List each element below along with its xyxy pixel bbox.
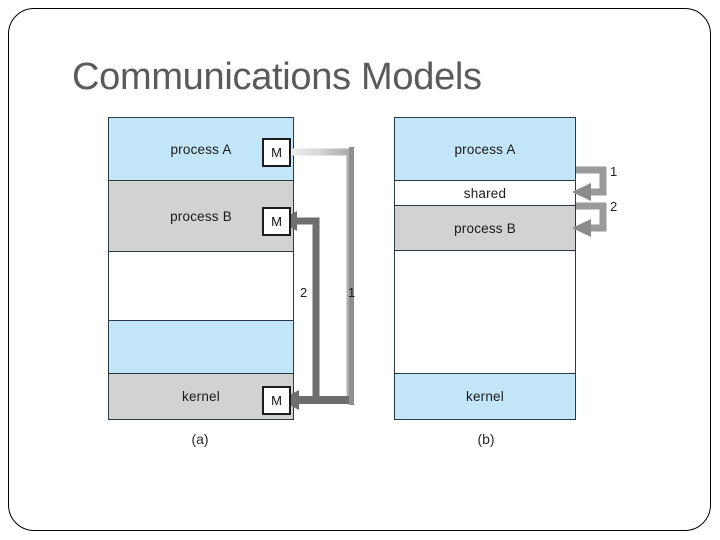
band-b-process-a: process A: [394, 117, 576, 180]
band-label-process-a: process A: [170, 141, 232, 157]
band-b-kernel: kernel: [394, 373, 576, 420]
diagram-b-arrow-2: [572, 202, 607, 237]
band-b-shared: shared: [394, 180, 576, 205]
band-label-b-kernel: kernel: [466, 389, 504, 404]
m-box-kernel-label: M: [271, 393, 282, 408]
diagram-b-arrow-1: [572, 166, 607, 201]
band-label-process-b: process B: [170, 208, 232, 224]
diagram-a-arrow-1-number: 1: [348, 285, 356, 300]
diagram-b-arrow-2-number: 2: [610, 199, 618, 214]
m-box-process-a-label: M: [271, 145, 282, 160]
m-box-kernel: M: [262, 386, 291, 415]
diagram-b-caption: (b): [477, 431, 495, 447]
m-box-process-a: M: [262, 138, 291, 167]
diagram-a-message-passing: process A process B kernel: [108, 117, 294, 420]
band-label-kernel: kernel: [182, 389, 220, 404]
band-label-b-shared: shared: [463, 185, 507, 201]
band-b-empty: [394, 250, 576, 373]
band-empty-blue: [108, 320, 294, 373]
page-title: Communications Models: [72, 56, 482, 98]
diagram-a-arrow-2-number: 2: [300, 285, 308, 300]
diagram-b-shared-memory: process A shared process B kernel: [394, 117, 576, 420]
band-empty-middle: [108, 251, 294, 320]
m-box-process-b: M: [262, 207, 291, 236]
m-box-process-b-label: M: [271, 214, 282, 229]
diagram-b-arrow-1-number: 1: [610, 164, 618, 179]
diagram-a-caption: (a): [191, 431, 209, 447]
band-label-b-process-b: process B: [454, 220, 516, 236]
band-b-process-b: process B: [394, 205, 576, 250]
band-label-b-process-a: process A: [454, 141, 516, 157]
